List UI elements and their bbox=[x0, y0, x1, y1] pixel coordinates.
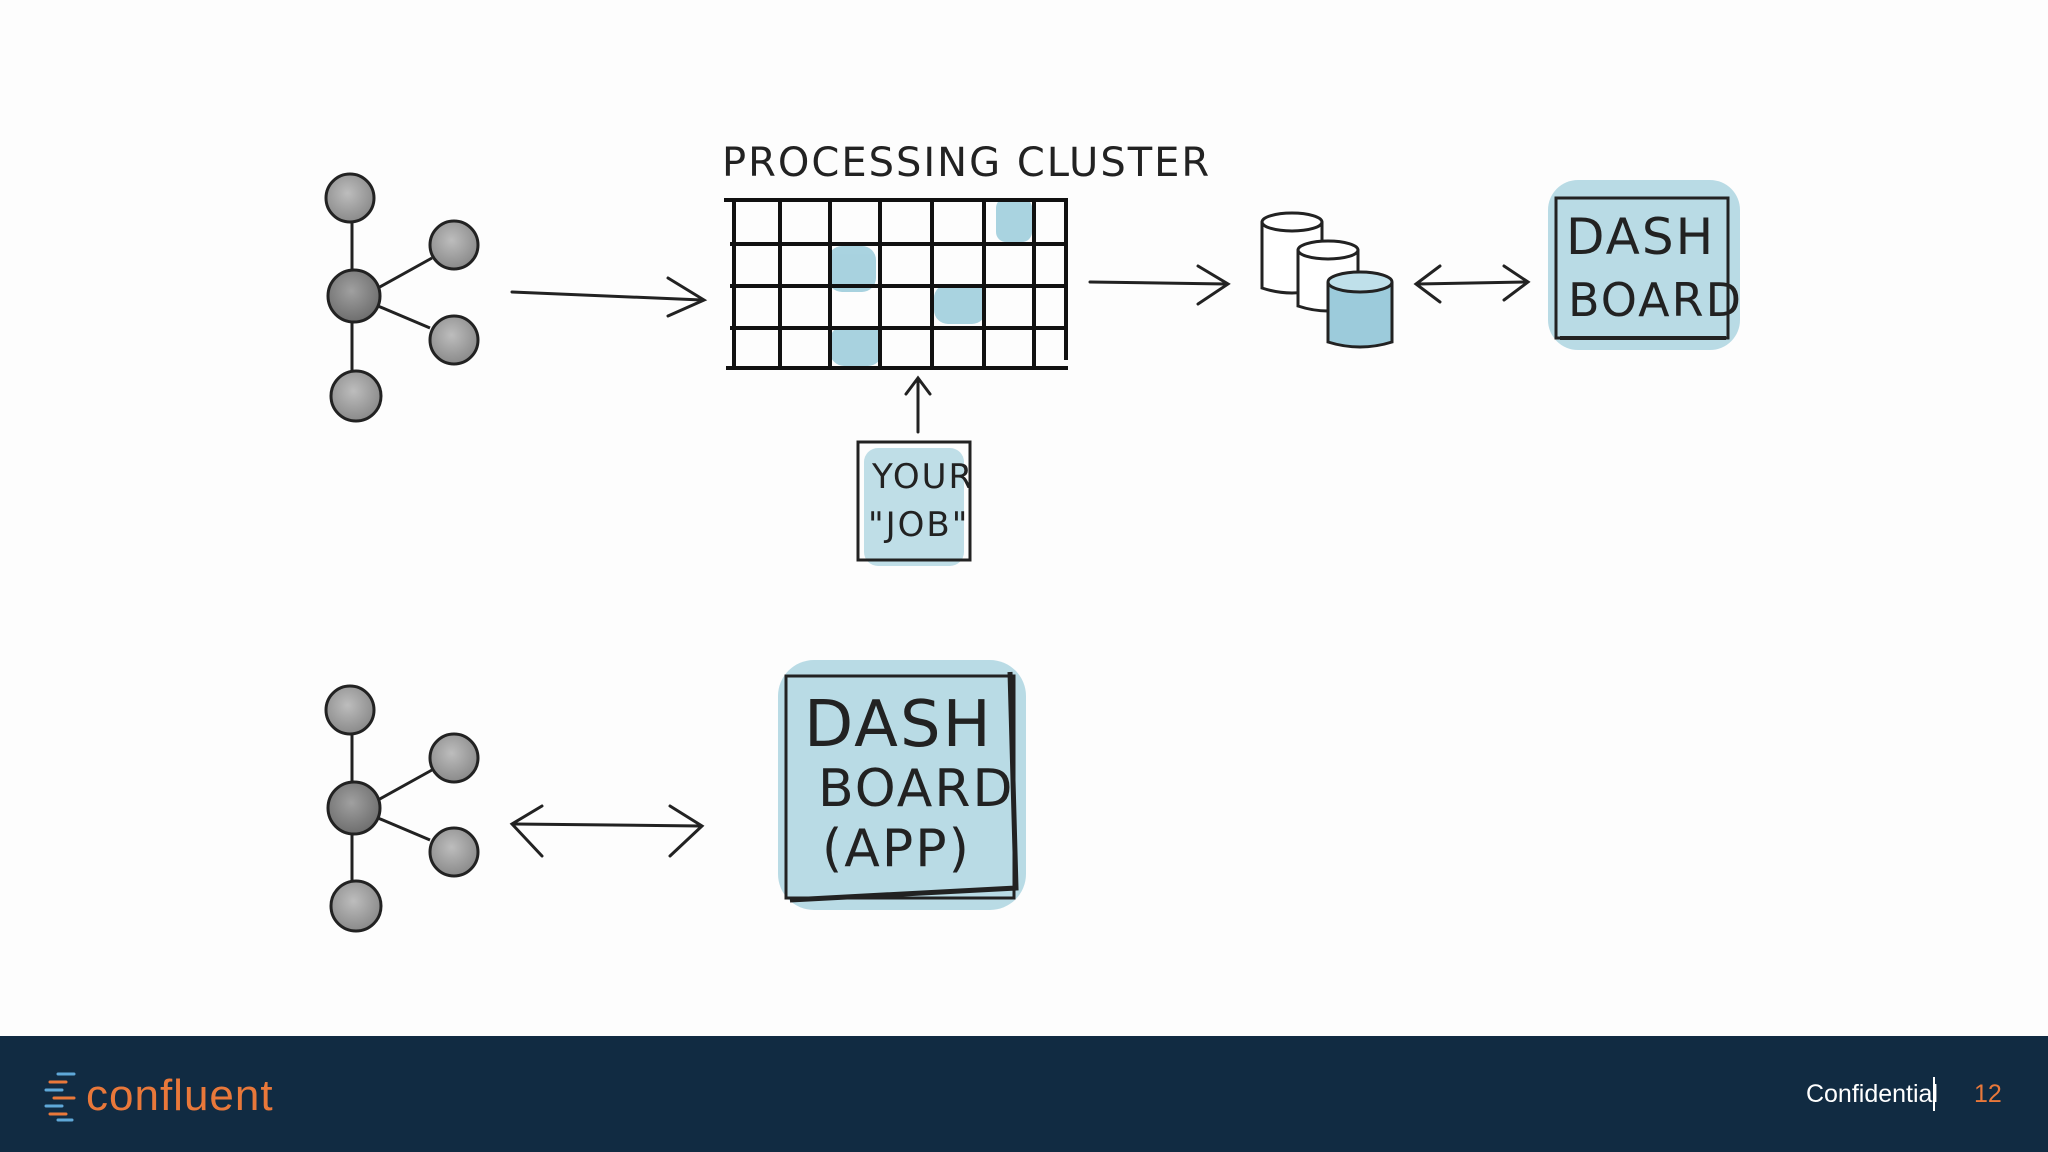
job-box-wash bbox=[864, 448, 964, 566]
cluster-label: PROCESSING CLUSTER bbox=[722, 140, 1211, 186]
diagram-canvas: PROCESSING CLUSTER YOUR "JOB" bbox=[324, 140, 1743, 933]
brand-name: confluent bbox=[86, 1071, 274, 1120]
dashboard-app-shadow bbox=[789, 671, 1019, 903]
database-icon bbox=[1260, 211, 1394, 349]
source-node-graph-top bbox=[324, 172, 480, 423]
dashboard-top-line2: BOARD bbox=[1568, 273, 1743, 327]
processing-cluster-grid bbox=[724, 198, 1068, 370]
classification-label: Confidential bbox=[1805, 1080, 1938, 1108]
dashboard-app-wash bbox=[778, 660, 1026, 910]
cluster-wash bbox=[828, 198, 1032, 366]
arrow-db-dashboard bbox=[1413, 264, 1531, 304]
arrow-to-cluster bbox=[510, 276, 708, 318]
page-number: 12 bbox=[1974, 1080, 2002, 1108]
job-box bbox=[856, 440, 972, 562]
job-label-line2: "JOB" bbox=[868, 505, 969, 545]
dashboard-top-wash bbox=[1548, 180, 1740, 350]
source-node-graph-bottom bbox=[324, 684, 480, 933]
dashboard-top-line1: DASH bbox=[1566, 208, 1715, 266]
arrow-graph-app bbox=[509, 804, 705, 858]
job-label-line1: YOUR bbox=[871, 457, 974, 497]
footer-divider bbox=[1933, 1077, 1935, 1111]
confluent-mark-icon bbox=[44, 1072, 76, 1122]
footer-bar bbox=[0, 1036, 2048, 1152]
dashboard-app-line2: BOARD bbox=[818, 759, 1015, 819]
job-to-cluster-arrow bbox=[904, 375, 932, 434]
dashboard-app-line3: (APP) bbox=[822, 819, 971, 879]
dashboard-app-line1: DASH bbox=[804, 688, 993, 762]
arrow-to-database bbox=[1088, 264, 1231, 306]
confluent-logo: confluent bbox=[44, 1068, 274, 1124]
